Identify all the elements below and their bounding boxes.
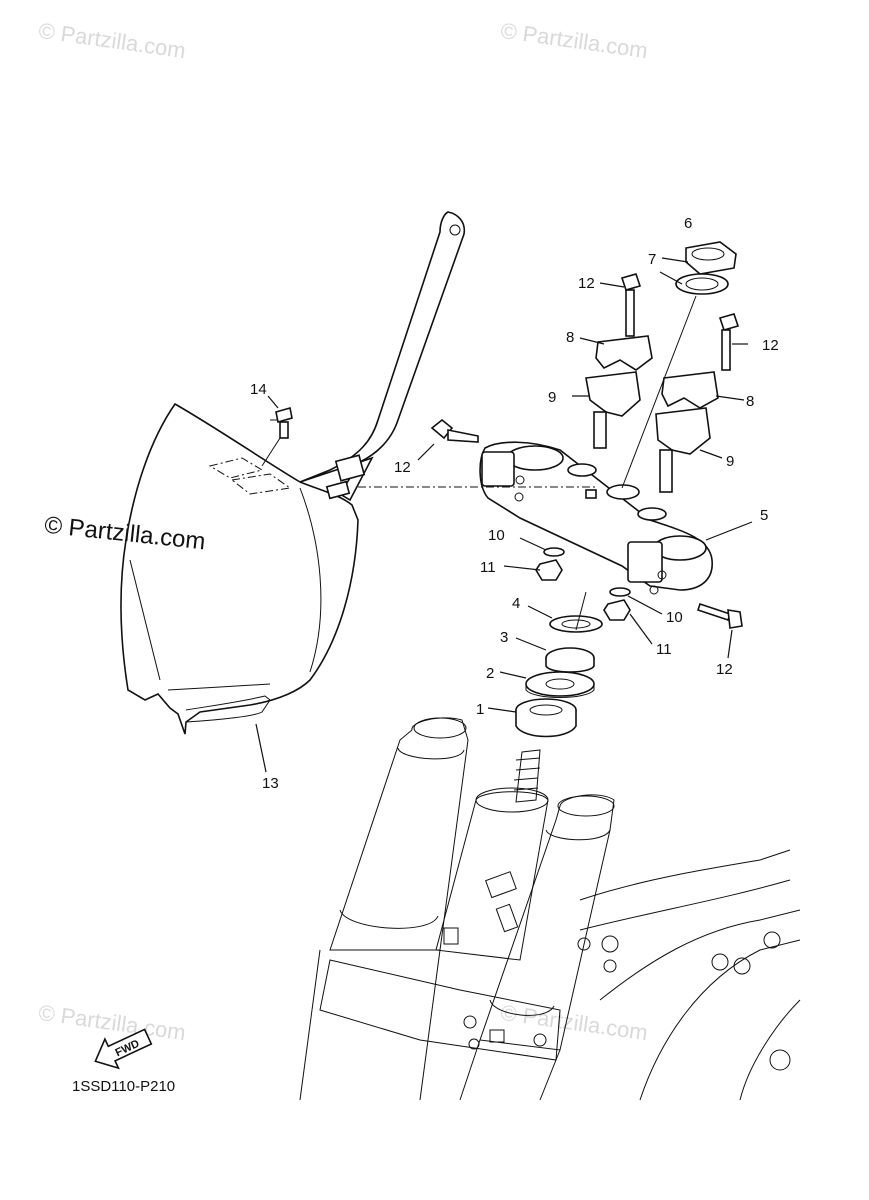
callout-3: 3 (500, 629, 508, 646)
bolt-12-bottom (696, 602, 743, 629)
callout-6: 6 (684, 215, 692, 232)
diagram-code: 1SSD110-P210 (72, 1078, 176, 1095)
callout-8-left: 8 (566, 329, 574, 346)
callout-12-right: 12 (762, 337, 779, 354)
handlebar-holder-8-left (595, 335, 653, 371)
callout-9-right: 9 (726, 453, 734, 470)
callout-10-left: 10 (488, 527, 505, 544)
callout-12-top: 12 (578, 275, 595, 292)
callout-12-bottom: 12 (716, 661, 733, 678)
callout-10-right: 10 (666, 609, 683, 626)
callout-11-right: 11 (656, 641, 672, 658)
washer-7 (675, 273, 729, 295)
callout-13: 13 (262, 775, 279, 792)
washer-4 (549, 615, 603, 633)
bearing-cover-2 (525, 671, 595, 698)
nut-6 (685, 241, 737, 275)
callout-14: 14 (250, 381, 267, 398)
handlebar-holder-9-right (655, 407, 711, 493)
fwd-arrow-icon: FWD (94, 1028, 153, 1070)
callout-4: 4 (512, 595, 520, 612)
callout-1: 1 (476, 701, 484, 718)
nut-11-right (603, 599, 631, 621)
callout-2: 2 (486, 665, 494, 682)
callout-9-left: 9 (548, 389, 556, 406)
bolt-12-left (430, 418, 479, 443)
handlebar-holder-8-right (661, 371, 719, 409)
washer-10-left (543, 547, 565, 557)
bolt-12-top (620, 273, 642, 337)
fwd-label: FWD (114, 1038, 142, 1059)
handlebar-holder-9-left (585, 371, 641, 449)
ring-nut-3 (545, 647, 595, 673)
number-plate (120, 211, 466, 735)
callout-12-left: 12 (394, 459, 411, 476)
callout-7: 7 (648, 251, 656, 268)
upper-bracket (479, 441, 713, 595)
bolt-12-right (718, 313, 740, 371)
leader-lines (255, 257, 753, 773)
callout-5: 5 (760, 507, 768, 524)
bearing-1 (515, 698, 577, 738)
fork-frame-assembly (299, 717, 801, 1101)
callouts: 1 2 3 4 5 6 7 8 8 9 9 10 10 11 11 12 12 … (250, 215, 779, 792)
screw-14 (275, 406, 293, 439)
callout-11-left: 11 (480, 559, 496, 576)
washer-10-right (609, 587, 631, 597)
callout-8-right: 8 (746, 393, 754, 410)
